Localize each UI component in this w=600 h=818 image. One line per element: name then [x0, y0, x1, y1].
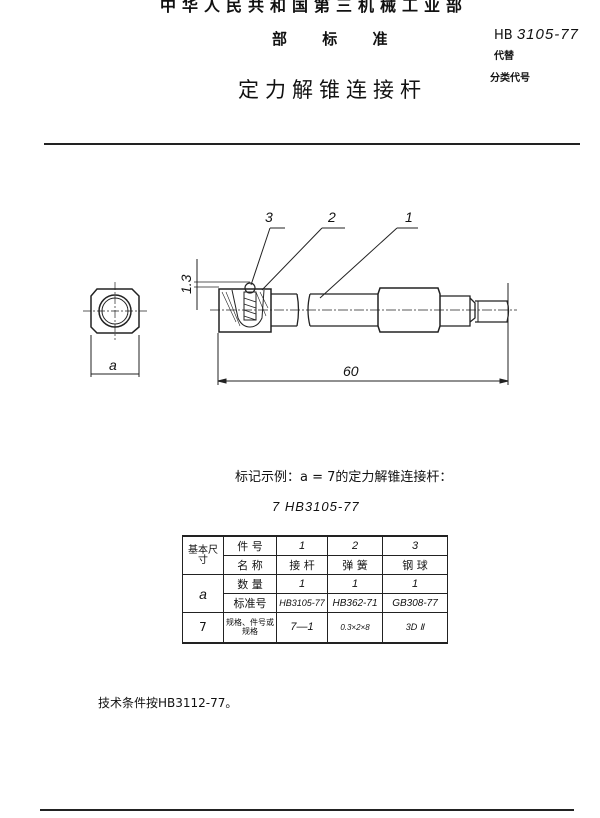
quantity: 1 — [276, 574, 328, 594]
technical-note: 技术条件按HB3112-77。 — [98, 696, 238, 710]
document-title: 定力解锥连接杆 — [238, 78, 427, 102]
dimension-length: 60 — [343, 363, 359, 379]
part-label-2: 2 — [327, 209, 336, 225]
part-name: 钢 球 — [382, 555, 448, 575]
table-row: 基本尺寸 件 号 1 2 3 — [182, 535, 448, 575]
part-label-1: 1 — [405, 209, 413, 225]
code-number: 3105-77 — [516, 26, 579, 43]
classification-label: 分类代号 — [490, 73, 530, 84]
parts-table: 基本尺寸 件 号 1 2 3 名 称 接 杆 弹 簧 钢 球 a 数 量 1 1… — [182, 535, 448, 644]
basic-size-header: 基本尺寸 — [182, 535, 224, 575]
table-row: 标准号 HB3105-77 HB362-71 GB308-77 — [183, 593, 448, 613]
standard-no: HB3105-77 — [276, 593, 328, 613]
row-label: 件 号 — [223, 535, 277, 556]
quantity: 1 — [327, 574, 383, 594]
table-row: a 数 量 1 1 1 — [182, 574, 448, 613]
row-label: 标准号 — [223, 593, 277, 613]
spec: 7—1 — [276, 612, 328, 643]
standard-no: HB362-71 — [327, 593, 383, 613]
row-label: 规格、件号或规格 — [223, 612, 277, 643]
standard-no: GB308-77 — [382, 593, 448, 613]
row-label: 名 称 — [223, 555, 277, 575]
end-view — [83, 282, 147, 377]
dimension-height: 1.3 — [178, 274, 194, 294]
dimension-a: a — [109, 357, 117, 373]
side-view — [194, 227, 517, 385]
part-label-3: 3 — [265, 209, 273, 225]
part-name: 接 杆 — [276, 555, 328, 575]
spec: 3D Ⅱ — [382, 612, 448, 643]
marking-designation: 7 HB3105-77 — [272, 499, 360, 514]
part-no: 3 — [382, 535, 448, 556]
replaces-label: 代替 — [494, 51, 514, 62]
footer-divider — [40, 809, 574, 811]
ministry-name: 中华人民共和国第三机械工业部 — [160, 0, 469, 15]
size-value: 7 — [182, 612, 224, 643]
row-label: 数 量 — [223, 574, 277, 594]
standard-code: HB 3105-77 — [494, 26, 579, 43]
size-symbol: a — [182, 574, 224, 613]
table-row: 7 规格、件号或规格 7—1 0.3×2×8 3D Ⅱ — [182, 612, 448, 643]
part-name: 弹 簧 — [327, 555, 383, 575]
spec: 0.3×2×8 — [327, 612, 383, 643]
standard-type: 部 标 准 — [272, 30, 388, 48]
part-no: 2 — [327, 535, 383, 556]
header-divider — [44, 143, 580, 145]
quantity: 1 — [382, 574, 448, 594]
code-prefix: HB — [494, 28, 513, 43]
marking-example-label: 标记示例：a = 7的定力解锥连接杆： — [235, 470, 453, 485]
part-no: 1 — [276, 535, 328, 556]
